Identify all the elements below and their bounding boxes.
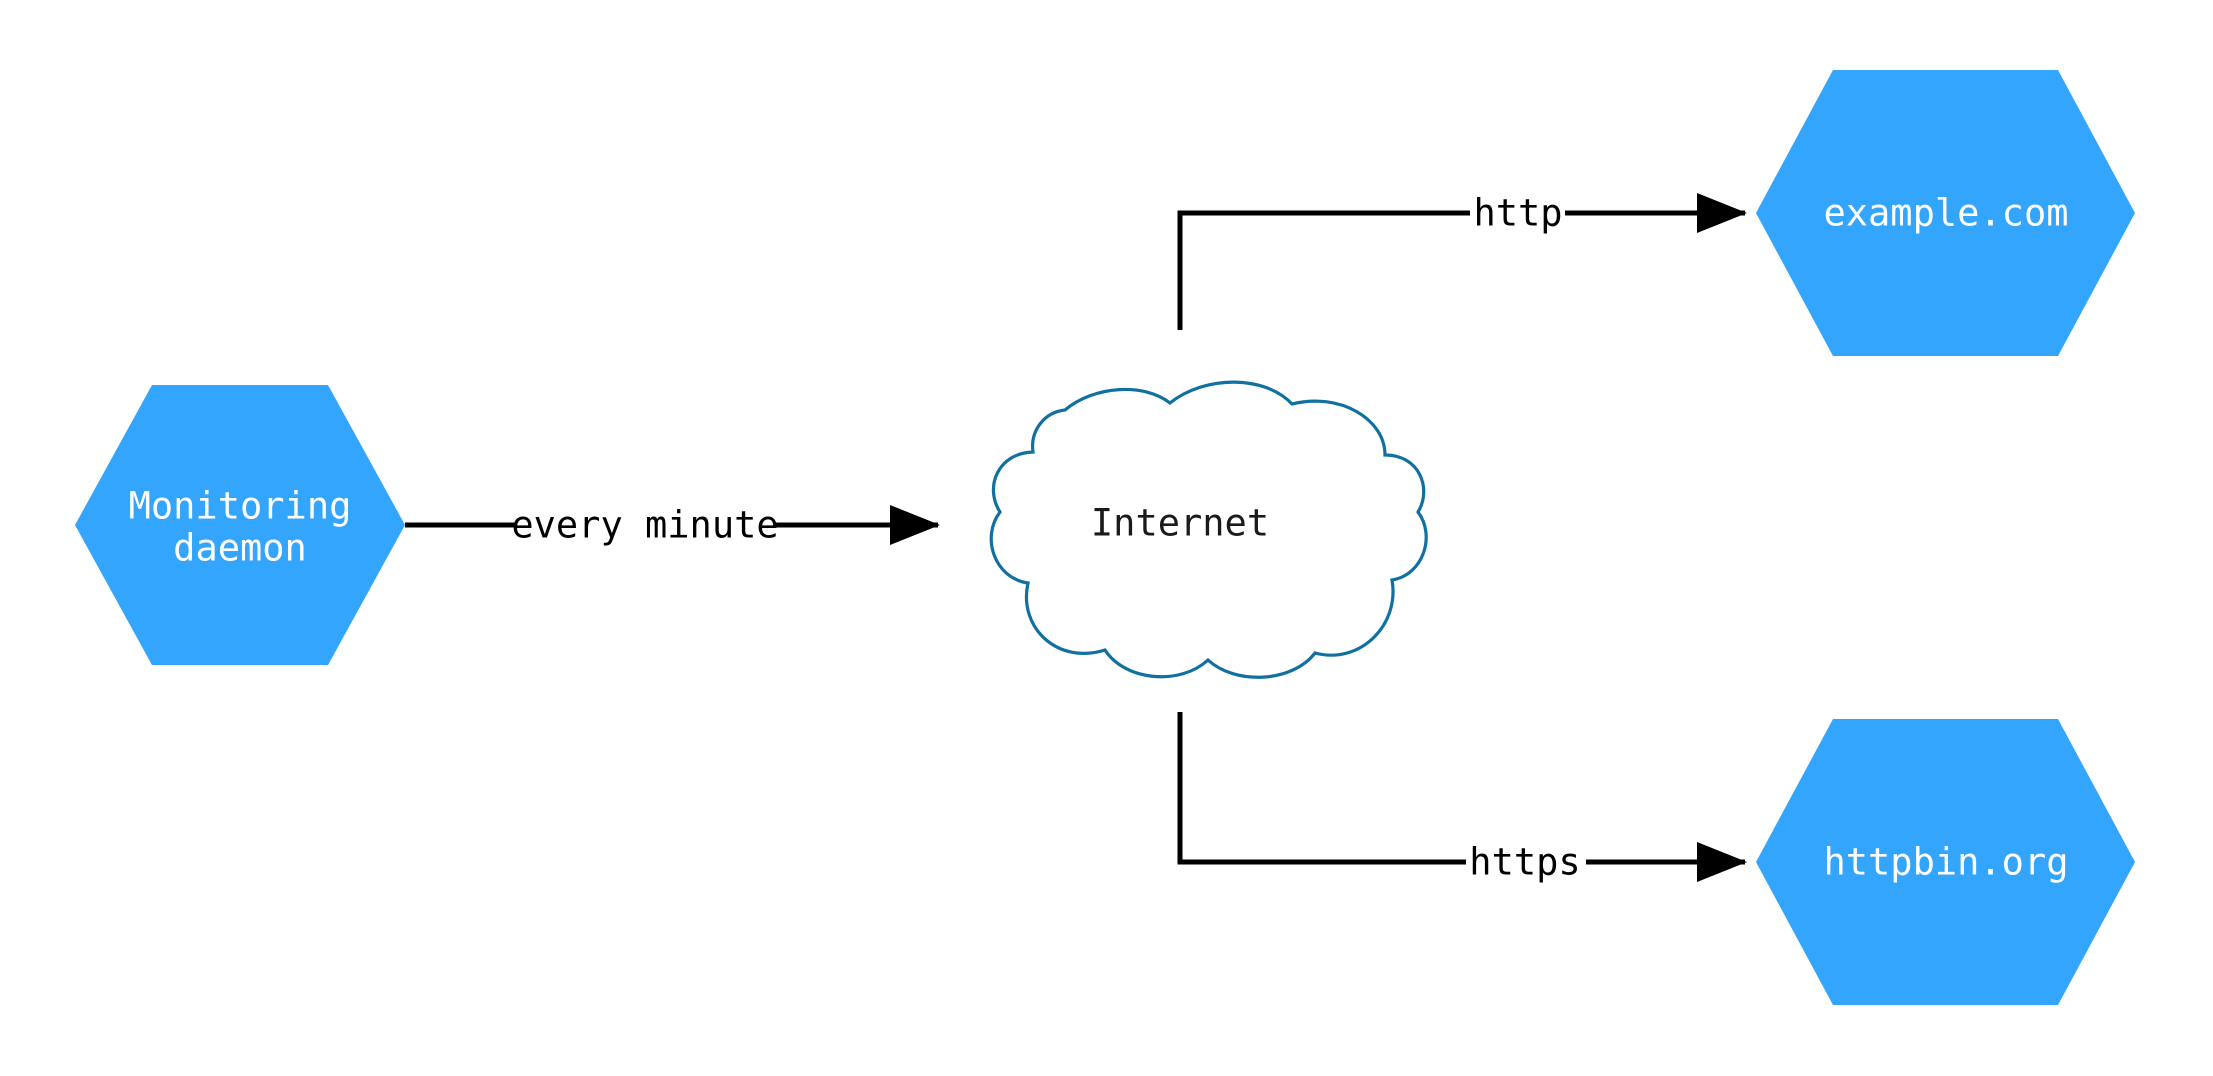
node-example-com[interactable]: example.com: [1756, 70, 2135, 356]
edge-line-internet-example: [1177, 193, 1747, 330]
edge-label-backdrop-https: [1466, 837, 1586, 887]
node-httpbin-org[interactable]: httpbin.org: [1756, 719, 2135, 1005]
edge-internet-to-httpbin: https: [1177, 712, 1747, 887]
edge-label-every-minute: every minute: [511, 504, 778, 547]
node-label-monitoring-daemon-line1: Monitoring: [129, 485, 352, 528]
node-label-httpbin-org: httpbin.org: [1823, 841, 2068, 884]
node-label-monitoring-daemon-line2: daemon: [173, 527, 307, 570]
edge-label-backdrop-every-minute: [516, 500, 774, 550]
node-internet[interactable]: Internet: [989, 380, 1428, 679]
hexagon-shape-httpbin-org[interactable]: [1756, 719, 2135, 1005]
edge-label-http: http: [1473, 192, 1562, 235]
edge-line-internet-httpbin: [1177, 712, 1747, 882]
hexagon-shape-monitoring-daemon[interactable]: [75, 385, 405, 665]
node-monitoring-daemon[interactable]: Monitoring daemon: [75, 385, 405, 665]
edge-label-backdrop-http: [1470, 188, 1565, 238]
hexagon-shape-example-com[interactable]: [1756, 70, 2135, 356]
edge-daemon-to-internet: every minute: [405, 500, 940, 550]
node-label-internet: Internet: [1091, 502, 1269, 545]
edge-label-https: https: [1469, 841, 1580, 884]
node-label-example-com: example.com: [1823, 192, 2068, 235]
cloud-shape-internet[interactable]: [989, 380, 1428, 679]
edge-internet-to-example: http: [1177, 188, 1747, 330]
